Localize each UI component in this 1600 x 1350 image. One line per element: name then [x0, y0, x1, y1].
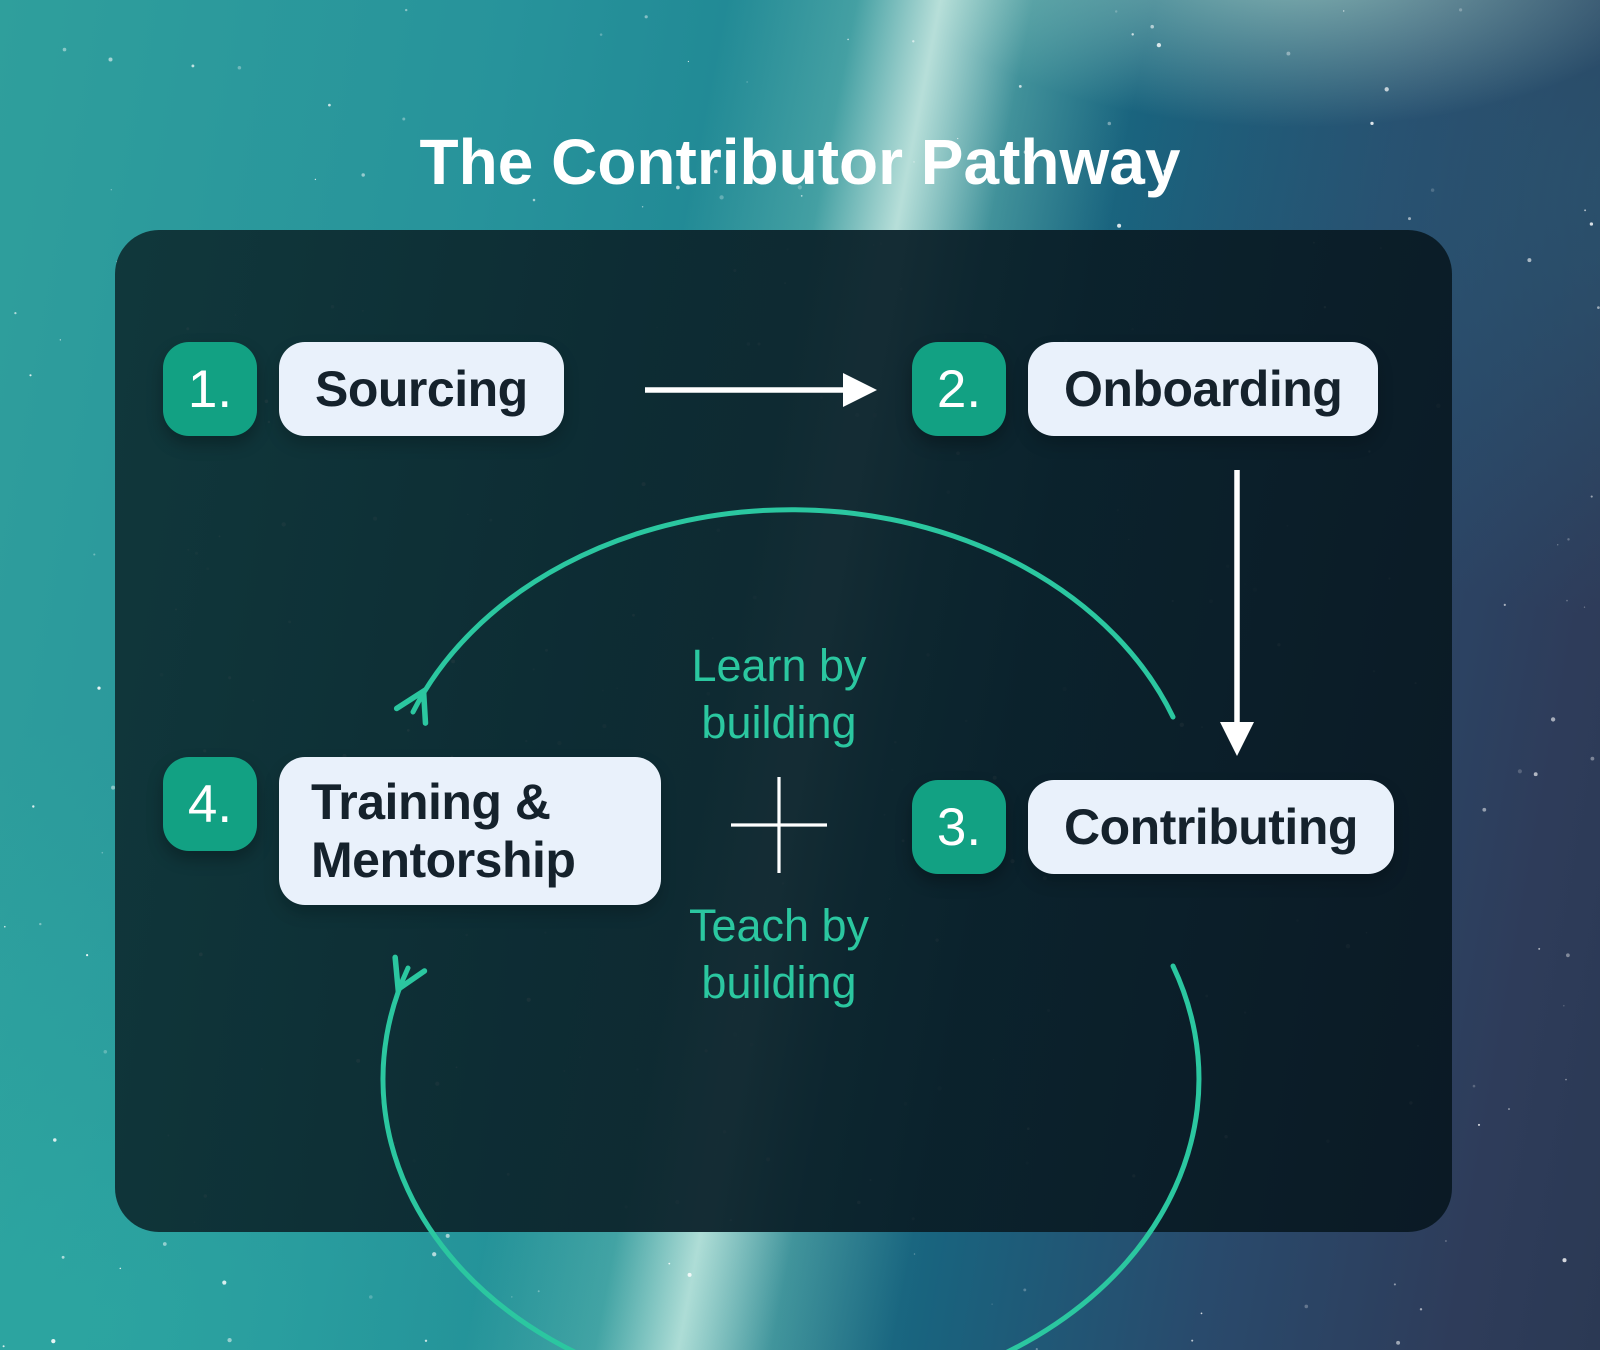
step-number-badge: 2.	[912, 342, 1006, 436]
step-label: Sourcing	[279, 342, 564, 436]
cycle-label-learn: Learn by building	[691, 640, 867, 748]
step-number-badge: 1.	[163, 342, 257, 436]
step-label: Onboarding	[1028, 342, 1379, 436]
step-onboarding: 2. Onboarding	[912, 342, 1379, 436]
step-label: Contributing	[1028, 780, 1394, 874]
cycle-arc-bottom-icon	[380, 954, 1202, 1350]
page-title: The Contributor Pathway	[419, 125, 1181, 198]
step-training-mentorship: 4. Training & Mentorship	[163, 757, 661, 905]
cycle-arc-top-icon	[393, 507, 1176, 726]
step-label: Training & Mentorship	[279, 757, 661, 905]
step-sourcing: 1. Sourcing	[163, 342, 564, 436]
plus-icon	[731, 777, 827, 873]
arrow-down-icon	[1220, 470, 1254, 756]
step-number-badge: 4.	[163, 757, 257, 851]
cycle-label-teach: Teach by building	[688, 900, 870, 1008]
arrow-right-icon	[645, 373, 877, 407]
step-contributing: 3. Contributing	[912, 780, 1394, 874]
step-number-badge: 3.	[912, 780, 1006, 874]
